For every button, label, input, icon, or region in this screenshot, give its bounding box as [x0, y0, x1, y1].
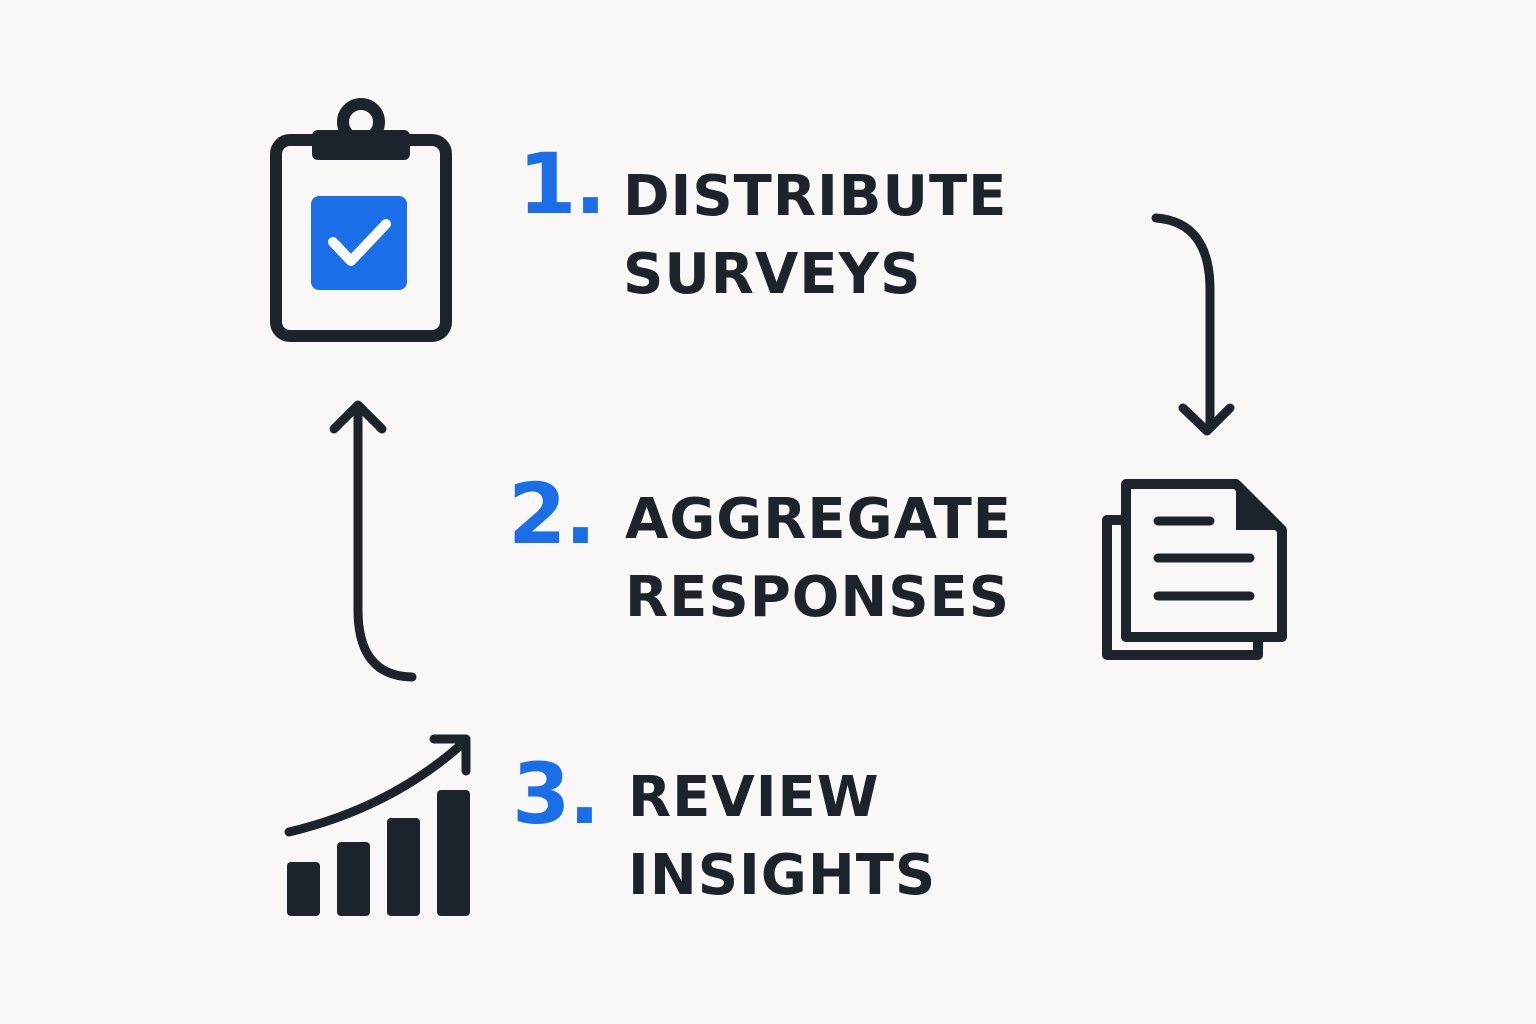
trend-line — [284, 739, 467, 837]
step-1-label-line-1: DISTRIBUTE — [623, 164, 1008, 229]
clipboard-check-icon — [270, 98, 452, 342]
step-3-label-line-2: INSIGHTS — [628, 843, 937, 908]
step-1-label-line-2: SURVEYS — [623, 242, 922, 307]
arrow-head — [1178, 403, 1235, 436]
step-2-label-line-1: AGGREGATE — [625, 487, 1013, 552]
arrow-head — [329, 400, 387, 434]
step-3-label: REVIEW INSIGHTS — [628, 759, 936, 915]
check-mark — [328, 219, 391, 266]
chart-bar-2 — [337, 842, 370, 916]
arrow-shaft — [1151, 213, 1215, 433]
step-1-number: 1. — [518, 135, 606, 233]
front-document — [1121, 479, 1287, 642]
curved-arrow-down — [1151, 213, 1235, 436]
documents-icon — [1102, 479, 1287, 660]
curved-arrow-up — [329, 400, 417, 682]
arrow-shaft — [353, 402, 417, 682]
back-document — [1102, 515, 1263, 660]
growth-chart-icon — [284, 734, 471, 916]
trend-arrow-head — [429, 734, 471, 776]
step-2-label: AGGREGATE RESPONSES — [625, 481, 1012, 637]
step-2-label-line-2: RESPONSES — [625, 565, 1011, 630]
checkbox-square — [311, 196, 407, 290]
document-fold — [1236, 484, 1282, 530]
clipboard-clip — [312, 130, 410, 160]
chart-bar-3 — [387, 818, 420, 916]
step-3-number: 3. — [512, 745, 600, 843]
step-2-number: 2. — [508, 465, 596, 563]
step-3-label-line-1: REVIEW — [628, 765, 880, 830]
chart-bar-4 — [437, 790, 470, 916]
chart-bar-1 — [287, 862, 320, 916]
step-1-label: DISTRIBUTE SURVEYS — [623, 158, 1007, 314]
